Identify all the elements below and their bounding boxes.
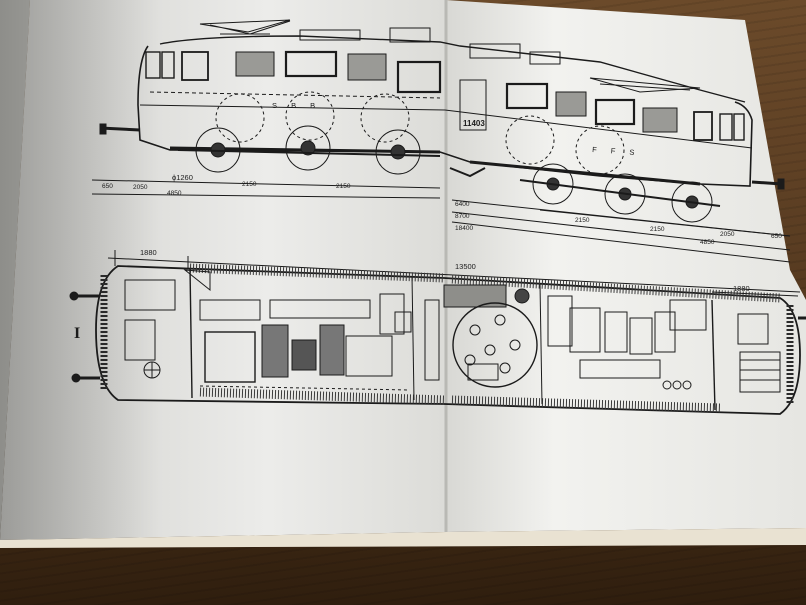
dim-4850-left: 4850 bbox=[167, 190, 182, 197]
shadow-overlay bbox=[0, 0, 160, 540]
dim-18400: 18400 bbox=[455, 225, 473, 232]
lettering-ffs: F F S bbox=[592, 145, 641, 157]
dim-2050-right: 2050 bbox=[720, 231, 735, 238]
dim-4850-right: 4850 bbox=[700, 239, 715, 246]
dim-650-left: 650 bbox=[102, 183, 113, 190]
dim-2150-b: 2150 bbox=[336, 183, 351, 190]
dim-2150-a: 2150 bbox=[242, 181, 257, 188]
plan-view bbox=[69, 250, 806, 415]
section-mark: I bbox=[74, 325, 80, 342]
dim-1880-left: 1880 bbox=[140, 248, 157, 257]
dim-650-right: 650 bbox=[771, 233, 782, 240]
dim-2050-left: 2050 bbox=[133, 184, 148, 191]
dim-1880-right: 1880 bbox=[733, 284, 750, 293]
dim-2150-d: 2150 bbox=[650, 226, 665, 233]
wheel-diameter-label: ϕ1260 bbox=[172, 173, 193, 182]
dim-2150-c: 2150 bbox=[575, 217, 590, 224]
dim-13500: 13500 bbox=[455, 262, 476, 271]
side-elevation bbox=[91, 19, 791, 263]
lettering-sbb: S B B bbox=[272, 101, 321, 110]
page-bottom-edge bbox=[0, 528, 806, 548]
dim-8700: 8700 bbox=[455, 213, 470, 220]
locomotive-number: 11403 bbox=[463, 119, 485, 128]
right-page bbox=[446, 0, 806, 532]
dim-6400: 6400 bbox=[455, 201, 470, 208]
